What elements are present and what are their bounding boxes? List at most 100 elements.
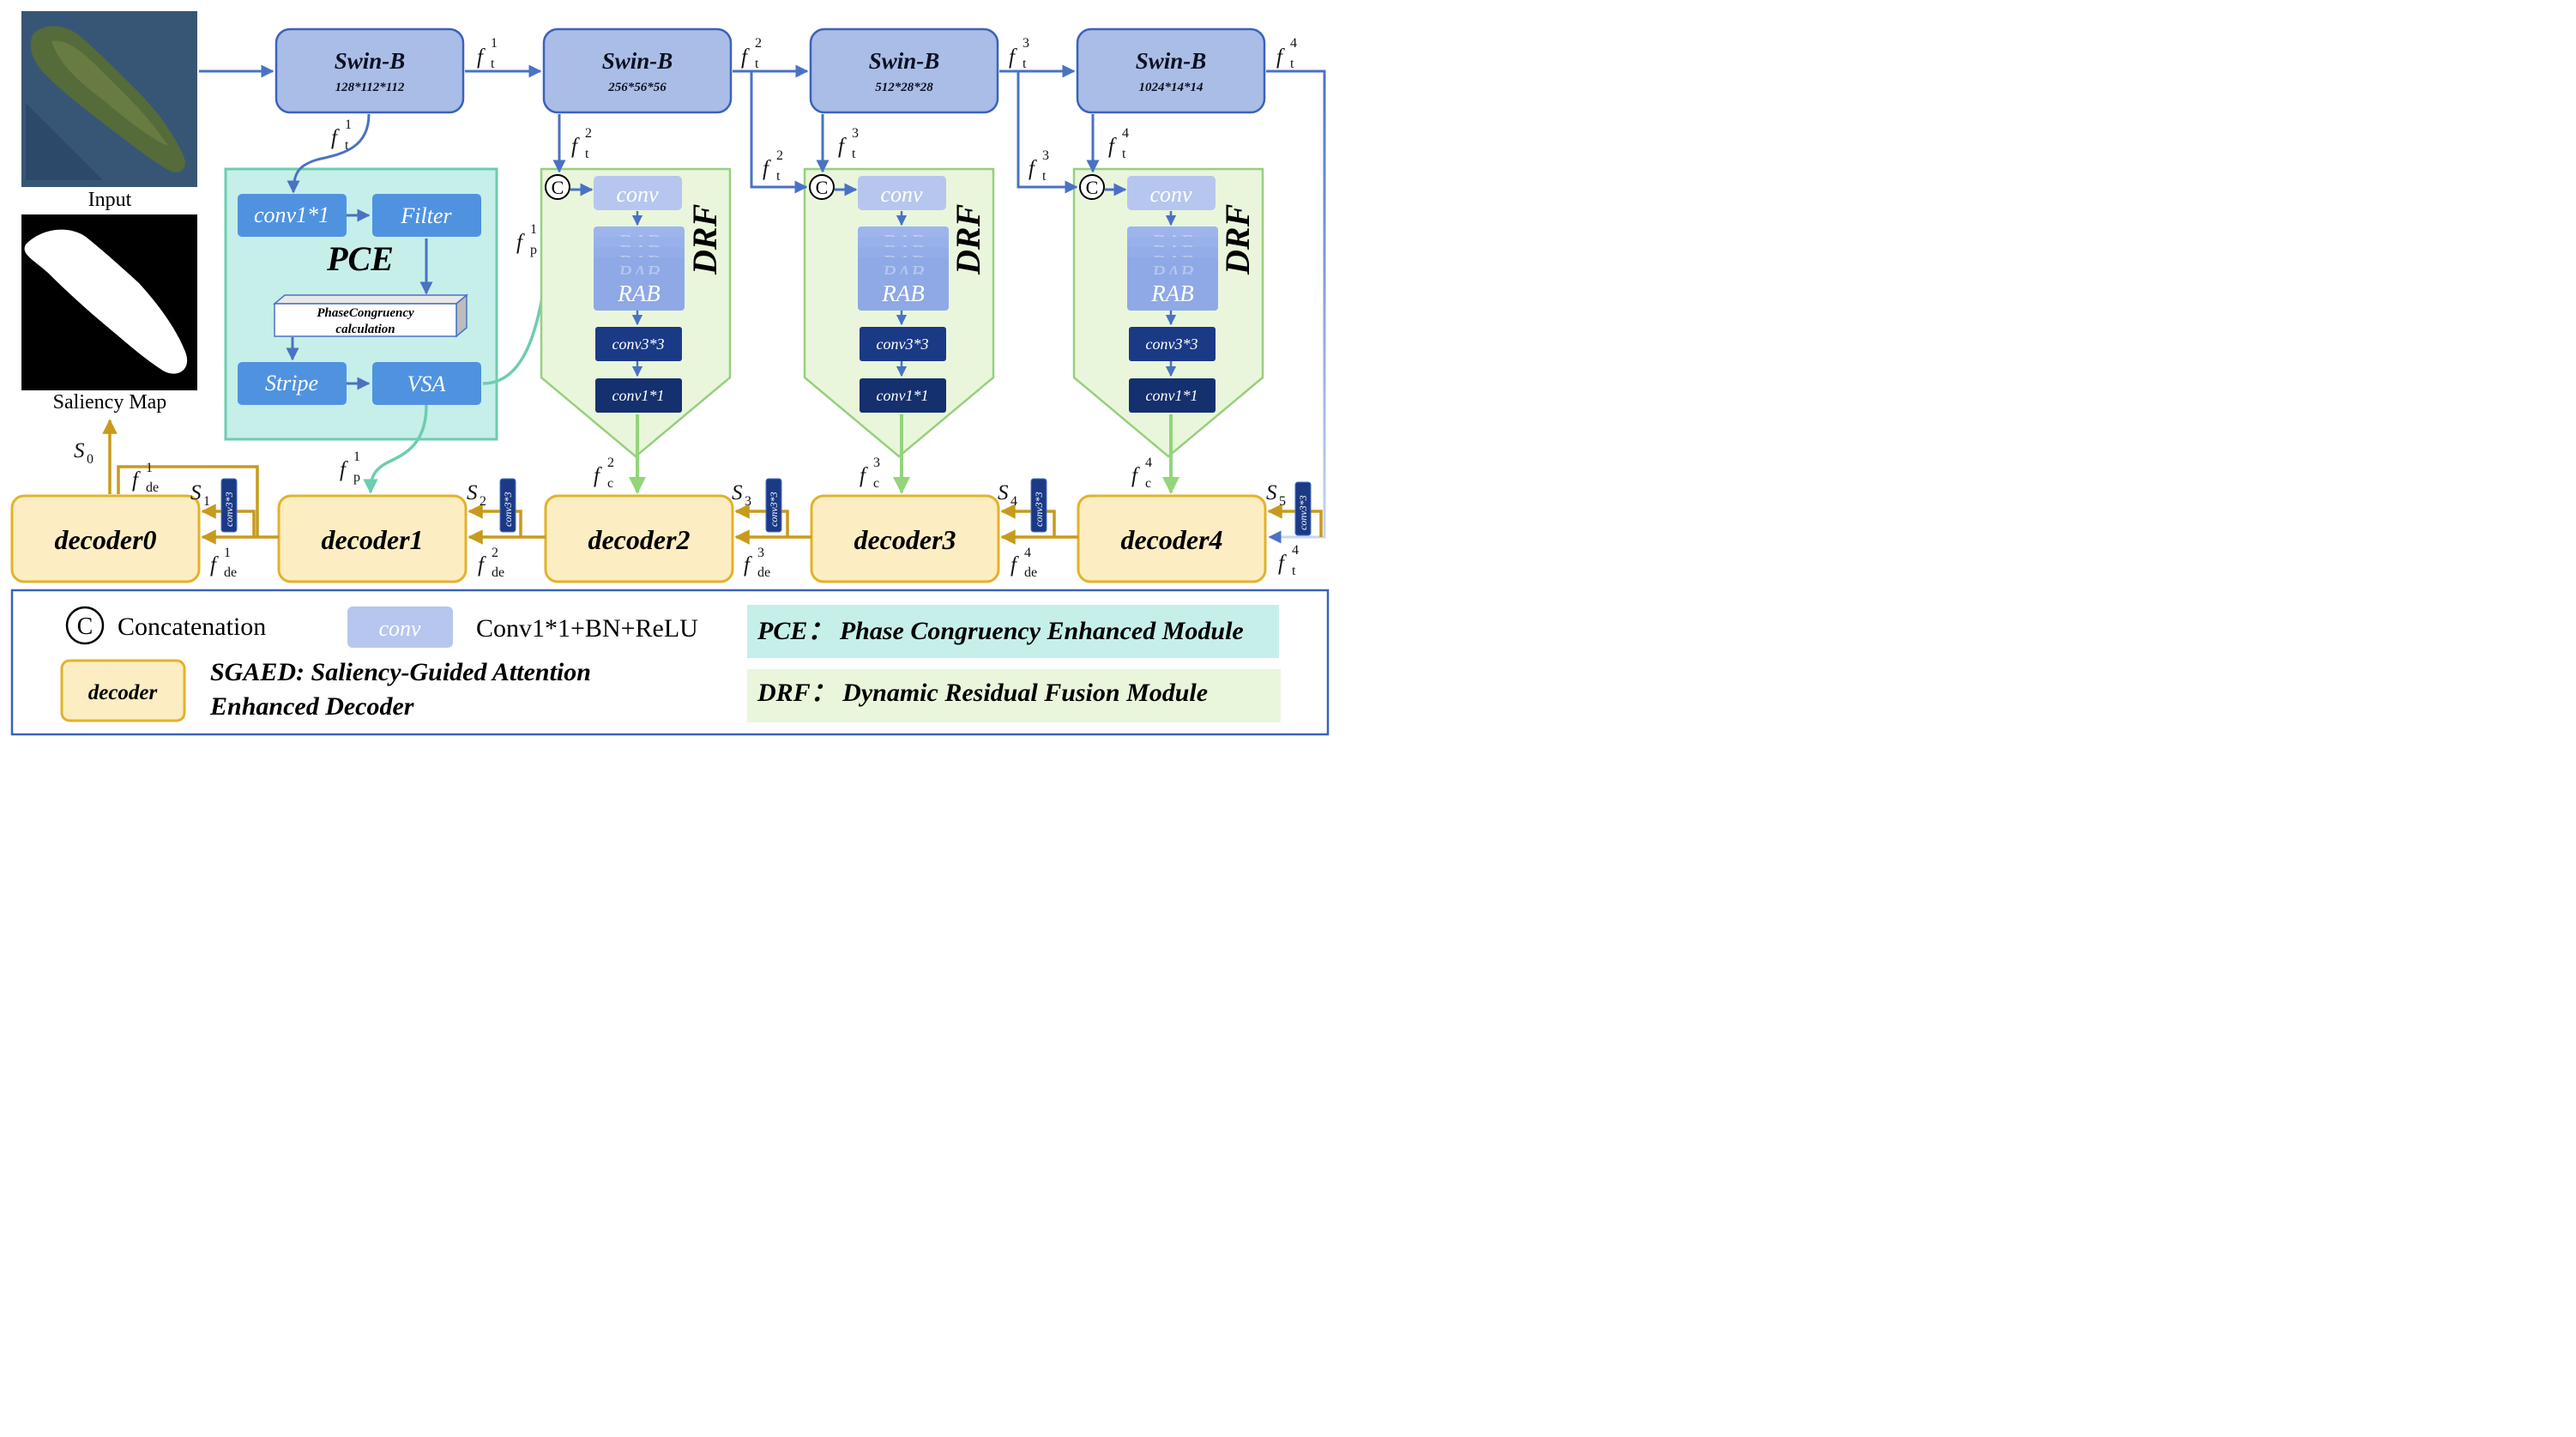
pce-vsa-box: VSA xyxy=(372,362,481,405)
label-fde4: f de 4 xyxy=(1010,546,1037,580)
side-conv-4: conv3*3 xyxy=(1030,478,1047,533)
svg-text:3: 3 xyxy=(757,546,764,560)
svg-text:conv1*1: conv1*1 xyxy=(877,387,929,404)
svg-text:1: 1 xyxy=(203,494,210,509)
legend-sgaed-line1: SGAED: Saliency-Guided Attention xyxy=(210,658,591,686)
svg-text:4: 4 xyxy=(1010,494,1017,509)
input-image xyxy=(21,11,197,187)
swin-title-2: Swin-B xyxy=(602,48,673,74)
svg-text:de: de xyxy=(492,565,504,580)
svg-text:p: p xyxy=(353,470,360,485)
svg-text:S: S xyxy=(467,481,478,504)
svg-text:1: 1 xyxy=(224,546,231,560)
label-fde1-top: f de 1 xyxy=(132,461,159,495)
svg-text:decoder4: decoder4 xyxy=(1120,524,1222,555)
swin-block-4: Swin-B 1024*14*14 xyxy=(1076,27,1266,114)
label-ft4-drf: f t 4 xyxy=(1108,126,1129,161)
swin-block-3: Swin-B 512*28*28 xyxy=(809,27,999,114)
svg-text:conv: conv xyxy=(616,182,659,207)
svg-text:f: f xyxy=(478,553,486,577)
decoder-block-4: decoder4 xyxy=(1077,494,1267,583)
svg-text:conv: conv xyxy=(378,616,421,641)
legend-concat: C Concatenation xyxy=(65,606,266,645)
svg-text:c: c xyxy=(607,476,613,491)
label-s1: S 1 xyxy=(190,481,210,509)
drf-to-decoder-arrows xyxy=(629,414,1179,494)
svg-text:C: C xyxy=(552,177,564,198)
svg-text:C: C xyxy=(1086,177,1099,198)
svg-text:f: f xyxy=(1010,553,1019,577)
svg-text:f: f xyxy=(210,553,219,577)
legend-sgaed-line2: Enhanced Decoder xyxy=(209,692,414,721)
label-fc2: f c 2 xyxy=(594,456,614,491)
svg-text:f: f xyxy=(132,468,141,492)
svg-text:C: C xyxy=(77,613,94,640)
label-ft3-side: f t 3 xyxy=(1029,148,1049,184)
label-s2: S 2 xyxy=(467,481,486,509)
concat-icon-3 xyxy=(1079,174,1105,200)
svg-text:conv: conv xyxy=(1149,182,1192,207)
side-conv-5: conv3*3 xyxy=(1294,481,1312,536)
svg-text:RAB: RAB xyxy=(881,281,924,306)
svg-text:conv: conv xyxy=(880,182,923,207)
svg-text:de: de xyxy=(224,565,237,580)
legend-decoder: decoder SGAED: Saliency-Guided Attention… xyxy=(60,658,591,722)
label-fde2: f de 2 xyxy=(478,546,504,580)
rab-box-3 xyxy=(1127,275,1218,311)
svg-text:conv3*3: conv3*3 xyxy=(502,492,514,527)
encoder-arrows xyxy=(199,64,1326,544)
legend: C Concatenation conv Conv1*1+BN+ReLU PCE… xyxy=(10,589,1330,736)
drf-title-2: DRF xyxy=(949,203,987,275)
svg-text:t: t xyxy=(491,57,495,71)
swin-dims-4: 1024*14*14 xyxy=(1139,81,1204,94)
drf-internals-1: C conv RAB RAB RAB RAB RAB conv3*3 conv1… xyxy=(545,174,724,413)
conv1-box-3 xyxy=(1129,378,1216,413)
svg-text:decoder1: decoder1 xyxy=(321,524,423,555)
label-fde1: f de 1 xyxy=(210,546,237,580)
phase-congruency-box: PhaseCongruency calculation xyxy=(272,293,469,338)
drf-conv-box-1 xyxy=(594,176,682,210)
svg-text:t: t xyxy=(345,138,349,153)
svg-text:t: t xyxy=(585,147,589,161)
label-fp1-right: f p 1 xyxy=(516,222,537,257)
svg-text:f: f xyxy=(860,464,868,487)
side-conv-3: conv3*3 xyxy=(765,478,782,533)
decoder-block-3: decoder3 xyxy=(810,494,1000,583)
svg-text:de: de xyxy=(757,565,770,580)
saliency-map-image xyxy=(21,214,197,390)
legend-conv-desc: Conv1*1+BN+ReLU xyxy=(476,614,698,643)
swin-dims-3: 512*28*28 xyxy=(875,81,933,94)
svg-text:VSA: VSA xyxy=(407,371,446,396)
svg-text:2: 2 xyxy=(607,456,614,470)
svg-text:f: f xyxy=(744,553,752,577)
architecture-diagram: Input Saliency Map Swin-B 128*112*112 Sw… xyxy=(10,11,1330,736)
svg-text:decoder0: decoder0 xyxy=(54,524,156,555)
svg-text:S: S xyxy=(190,481,202,504)
legend-pce: PCE： Phase Congruency Enhanced Module xyxy=(747,605,1279,658)
rab-box-1 xyxy=(594,275,685,311)
svg-text:4: 4 xyxy=(1290,36,1297,51)
legend-concat-label: Concatenation xyxy=(118,613,266,641)
svg-text:S: S xyxy=(998,481,1009,504)
arrow-swin1-to-pce xyxy=(287,113,371,194)
conv1-box-2 xyxy=(860,378,946,413)
svg-text:3: 3 xyxy=(745,494,751,509)
svg-text:conv3*3: conv3*3 xyxy=(1297,495,1309,530)
input-label: Input xyxy=(88,189,132,211)
swin-dims-1: 128*112*112 xyxy=(335,81,405,94)
label-ft4-top: f t 4 xyxy=(1276,36,1297,71)
svg-text:f: f xyxy=(763,157,771,180)
svg-text:3: 3 xyxy=(1042,148,1049,163)
label-ft2-drf: f t 2 xyxy=(571,126,592,161)
svg-text:f: f xyxy=(331,126,340,149)
side-conv-2: conv3*3 xyxy=(499,478,516,533)
svg-text:4: 4 xyxy=(1122,126,1129,141)
legend-drf: DRF： Dynamic Residual Fusion Module xyxy=(747,669,1281,722)
label-ft2-top: f t 2 xyxy=(741,36,762,71)
svg-text:conv3*3: conv3*3 xyxy=(1146,335,1198,353)
svg-text:conv3*3: conv3*3 xyxy=(1033,492,1045,527)
label-ft1-top: f t 1 xyxy=(477,36,498,71)
pce-filter-box: Filter xyxy=(372,194,481,237)
svg-text:t: t xyxy=(755,57,759,71)
legend-conv: conv Conv1*1+BN+ReLU xyxy=(347,607,698,648)
